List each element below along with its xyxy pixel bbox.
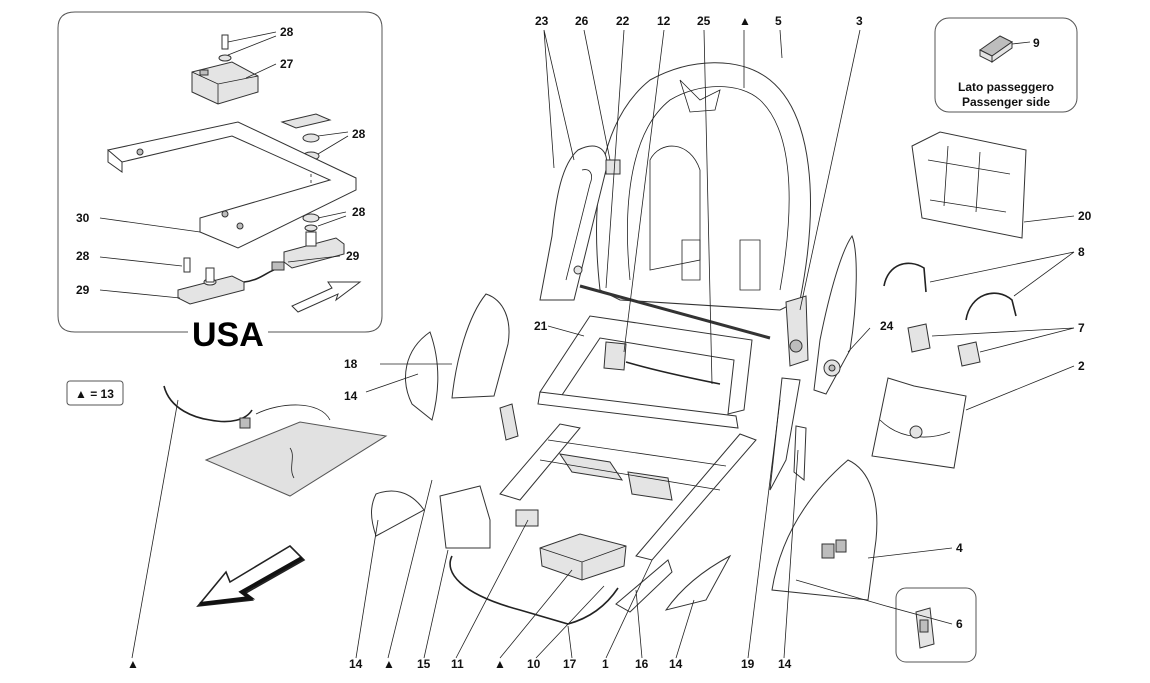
callout-11: 11 [451,657,464,671]
control-unit-10 [539,533,627,581]
seat-runners [499,423,757,561]
seat-heater-mat [163,385,388,497]
callout-29-a: 29 [76,283,90,297]
callout-19: 19 [741,657,755,671]
cover-14-lower-left [371,490,425,537]
callout-4: 4 [956,541,963,555]
switch-part-9 [979,35,1013,63]
callout-5: 5 [775,14,782,28]
callout-6: 6 [956,617,963,631]
side-trim-24 [813,234,857,395]
callout-27: 27 [280,57,294,71]
callout-22: 22 [616,14,630,28]
usa-label: USA [192,316,264,354]
callout-2: 2 [1078,359,1085,373]
passenger-caption-en: Passenger side [962,95,1050,109]
callout-12: 12 [657,14,671,28]
callout-29-b: 29 [346,249,360,263]
direction-arrow-usa [291,281,362,313]
callout-28-d: 28 [76,249,90,263]
label-plate [280,113,332,129]
callout-14-d: 14 [778,657,792,671]
callout-24: 24 [880,319,894,333]
connector-11 [515,509,539,527]
trim-19 [769,377,801,491]
callout-18: 18 [344,357,358,371]
trim-16 [615,559,673,613]
callout-21: 21 [534,319,548,333]
trim-14-side [793,425,807,482]
backrest-panel-20 [911,131,1027,239]
shield-14-upper [405,331,439,421]
callout-triangle-1: ▲ [127,657,139,671]
callout-28-b: 28 [352,127,366,141]
passenger-side-box: 9 Lato passeggero Passenger side [934,17,1078,113]
rod-22 [579,284,771,340]
cushion-pan-18 [451,293,510,399]
side-cover-4 [771,459,878,601]
callout-triangle-top: ▲ [739,14,751,28]
note-box: ▲ = 13 [66,380,124,406]
seat-cushion-frame-21 [537,315,753,429]
backrest-side-shell-23 [539,145,608,301]
callout-9: 9 [1033,36,1040,50]
callout-triangle-2: ▲ [383,657,395,671]
control-unit-27 [191,61,259,105]
callout-23: 23 [535,14,549,28]
usa-inset-panel: USA [57,11,383,354]
note-box-text: ▲ = 13 [75,387,114,401]
callout-26: 26 [575,14,589,28]
callout-15: 15 [417,657,431,671]
callout-16: 16 [635,657,649,671]
callout-14-a: 14 [344,389,358,403]
callout-28-a: 28 [280,25,294,39]
bolt-part-lower [183,257,191,273]
callout-triangle-3: ▲ [494,657,506,671]
callout-8: 8 [1078,245,1085,259]
trim-14-lower [664,554,732,611]
sensor-29-left [177,261,285,305]
callout-25: 25 [697,14,711,28]
callout-28-c: 28 [352,205,366,219]
cable-17 [449,555,619,625]
switches-7 [907,323,981,367]
callout-30: 30 [76,211,90,225]
cover-26 [605,159,621,175]
recliner-motor-3 [785,295,809,367]
callout-14-c: 14 [669,657,683,671]
callout-1: 1 [602,657,609,671]
callout-14-b: 14 [349,657,363,671]
leader-lines [131,29,1075,659]
seat-backrest [596,62,811,311]
callout-20: 20 [1078,209,1092,223]
lumbar-support-2 [871,377,967,469]
callout-17: 17 [563,657,577,671]
callout-10: 10 [527,657,541,671]
harness-8 [883,262,1017,321]
callout-7: 7 [1078,321,1085,335]
switch-box-6 [895,587,977,663]
buckle-15 [439,403,519,549]
callout-3: 3 [856,14,863,28]
passenger-caption-it: Lato passeggero [958,80,1054,94]
seat-rail-frame-30 [107,121,357,249]
